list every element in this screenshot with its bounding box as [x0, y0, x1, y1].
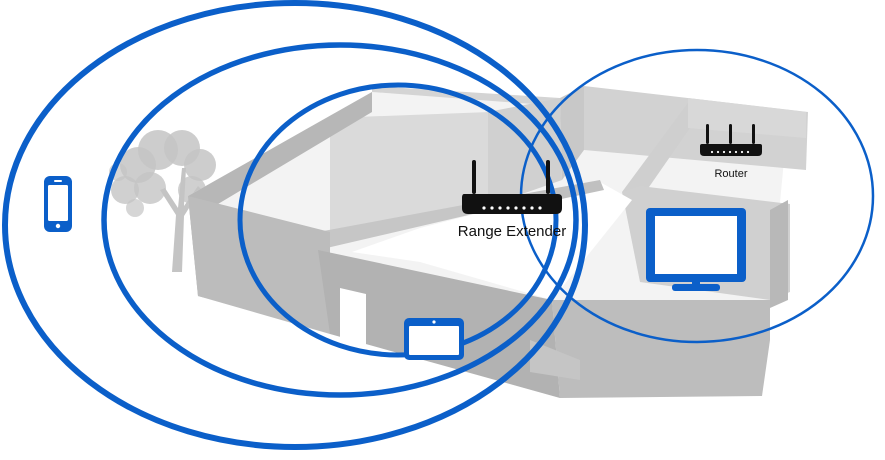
interior-wall-1	[330, 112, 490, 232]
tv-icon	[646, 208, 746, 291]
interior-wall-5	[688, 98, 806, 138]
smartphone-icon	[44, 176, 72, 232]
front-step	[530, 340, 580, 380]
signal-ring-middle	[101, 42, 579, 398]
range-extender-label: Range Extender	[458, 223, 566, 240]
house-floorplan	[188, 86, 808, 398]
tablet-icon	[404, 318, 464, 360]
router-label: Router	[714, 168, 747, 180]
interior-wall-4	[622, 100, 690, 200]
router-icon	[700, 124, 762, 156]
signal-ring-inner	[237, 82, 559, 358]
signal-ring-outer	[2, 0, 588, 450]
corridor	[352, 182, 632, 300]
right-side-wall	[770, 200, 788, 308]
inner-divider-wall	[318, 200, 490, 250]
front-door	[340, 288, 366, 350]
router-icon	[462, 160, 562, 214]
interior-wall-3	[560, 86, 584, 180]
front-wall-face	[188, 196, 330, 334]
front-wall-right	[552, 300, 770, 398]
extender-signal-rings	[2, 0, 588, 450]
